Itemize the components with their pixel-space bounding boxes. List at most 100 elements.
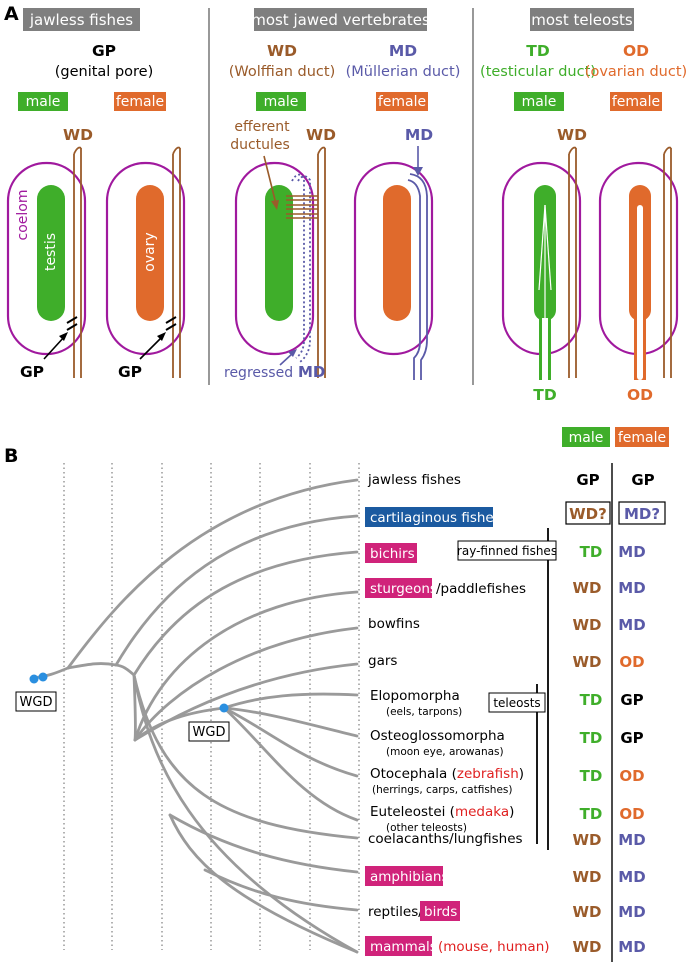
taxon-sturgeons-box: [365, 578, 432, 598]
badge-male-1: male: [18, 92, 68, 111]
coelom-label: coelom: [15, 190, 31, 241]
taxon-gars: gars: [368, 653, 397, 669]
header-teleosts: most teleosts: [530, 8, 634, 31]
regressed-md-annotation: regressed MD: [224, 349, 325, 381]
svg-text:female: female: [116, 94, 164, 110]
svg-text:most teleosts: most teleosts: [531, 11, 633, 29]
taxon-birds-box: [420, 901, 460, 921]
svg-text:WD: WD: [557, 126, 587, 144]
jawed-male-diagram: [234, 146, 326, 378]
gp-arrow-2: GP: [118, 332, 166, 381]
teleosts-bracket: teleosts: [488, 684, 546, 844]
md-label-jawed: MD: [405, 126, 433, 176]
taxon-jawless: jawless fishes: [367, 472, 461, 488]
teleost-female-diagram: [598, 146, 679, 380]
male-duct-0: GP: [576, 471, 599, 489]
taxon-reptiles: reptiles/: [368, 904, 423, 920]
gp-title: GP: [92, 42, 116, 60]
svg-text:male: male: [264, 94, 299, 110]
wgd-marker-1: WGD: [15, 672, 57, 712]
svg-text:WD: WD: [63, 126, 93, 144]
badge-male-2: male: [256, 92, 306, 111]
header-jawless: jawless fishes: [23, 8, 140, 31]
male-duct-1: WD?: [569, 505, 607, 523]
taxon-paddlefishes: /paddlefishes: [436, 581, 526, 597]
taxon-bichirs: bichirs: [370, 546, 415, 562]
svg-text:WGD: WGD: [20, 695, 53, 710]
taxon-amphibians: amphibians: [370, 869, 448, 885]
ray-finned-bracket: ray-finned fishes: [457, 528, 557, 850]
testis-label: testis: [43, 233, 59, 271]
taxon-euteleostei-sub: (other teleosts): [386, 822, 467, 834]
svg-text:MD: MD: [405, 126, 433, 144]
male-duct-9: TD: [580, 805, 603, 823]
male-duct-2: TD: [580, 543, 603, 561]
taxon-osteoglossomorpha: Osteoglossomorpha: [370, 728, 505, 744]
svg-text:female: female: [618, 430, 666, 446]
taxon-birds: birds: [424, 904, 457, 920]
md-title: MD: [389, 42, 417, 60]
coelom-outline: [6, 161, 87, 356]
male-duct-12: WD: [573, 903, 602, 921]
svg-text:GP: GP: [118, 363, 142, 381]
header-jawed: most jawed vertebrates: [251, 8, 430, 31]
taxon-mammals-models: (mouse, human): [438, 939, 550, 955]
gp-arrow-1: GP: [20, 332, 68, 381]
wgd-marker-2: WGD: [188, 703, 230, 742]
badge-female-2: female: [376, 92, 428, 111]
taxon-amphibians-box: [365, 866, 443, 886]
badge-female-1: female: [114, 92, 166, 111]
svg-text:ray-finned fishes: ray-finned fishes: [457, 544, 557, 558]
male-duct-11: WD: [573, 868, 602, 886]
od-bottom-label: OD: [627, 386, 653, 404]
badge-female-3: female: [610, 92, 662, 111]
taxa-labels: jawless fishes cartilaginous fishes bich…: [365, 472, 550, 956]
wd-label-jawless: WD: [63, 126, 93, 144]
female-duct-0: GP: [631, 471, 654, 489]
male-duct-5: WD: [573, 653, 602, 671]
male-duct-13: WD: [573, 938, 602, 956]
female-duct-5: OD: [619, 653, 644, 671]
jawless-female-diagram: ovary: [105, 146, 186, 378]
svg-text:jawless fishes: jawless fishes: [29, 11, 133, 29]
taxon-otocephala-sub: (herrings, carps, catfishes): [372, 784, 512, 796]
svg-text:ductules: ductules: [230, 137, 290, 153]
duct-column-values: GP GP WD? MD? TD MD WD MD WD MD WD OD TD…: [565, 471, 666, 956]
phylogenetic-tree: [31, 478, 359, 954]
time-gridlines: [63, 463, 360, 950]
svg-text:male: male: [569, 430, 604, 446]
female-duct-6: GP: [620, 691, 643, 709]
svg-text:male: male: [26, 94, 61, 110]
ovary-label: ovary: [142, 232, 158, 271]
wd-label-teleost: WD: [557, 126, 587, 144]
gp-full: (genital pore): [55, 64, 154, 80]
svg-text:most jawed vertebrates: most jawed vertebrates: [251, 11, 430, 29]
svg-text:male: male: [522, 94, 557, 110]
svg-text:WGD: WGD: [193, 725, 226, 740]
taxon-elopomorpha: Elopomorpha: [370, 688, 460, 704]
efferent-ductules-annotation: efferent ductules: [230, 119, 290, 210]
female-duct-9: OD: [619, 805, 644, 823]
taxon-cartilaginous: cartilaginous fishes: [370, 510, 501, 526]
testis-shape: [37, 185, 65, 321]
jawed-female-diagram: [353, 161, 434, 380]
taxon-mammals-box: [365, 936, 432, 956]
wd-full: (Wolffian duct): [229, 64, 335, 80]
male-duct-10: WD: [573, 831, 602, 849]
taxon-cartilaginous-box: [365, 507, 493, 527]
female-duct-4: MD: [618, 616, 645, 634]
td-title: TD: [526, 42, 550, 60]
female-duct-1: MD?: [624, 505, 660, 523]
female-duct-12: MD: [618, 903, 645, 921]
taxon-bowfins: bowfins: [368, 616, 420, 632]
female-duct-11: MD: [618, 868, 645, 886]
taxon-osteoglossomorpha-sub: (moon eye, arowanas): [386, 746, 504, 758]
wd-label-jawed: WD: [306, 126, 336, 144]
ovary-shape: [136, 185, 164, 321]
td-full: (testicular duct): [480, 64, 596, 80]
male-duct-8: TD: [580, 767, 603, 785]
taxon-coelacanths: coelacanths/lungfishes: [368, 831, 523, 847]
td-bottom-label: TD: [533, 386, 557, 404]
taxon-mammals: mammals: [370, 939, 437, 955]
jawless-male-diagram: coelom testis: [6, 146, 87, 378]
